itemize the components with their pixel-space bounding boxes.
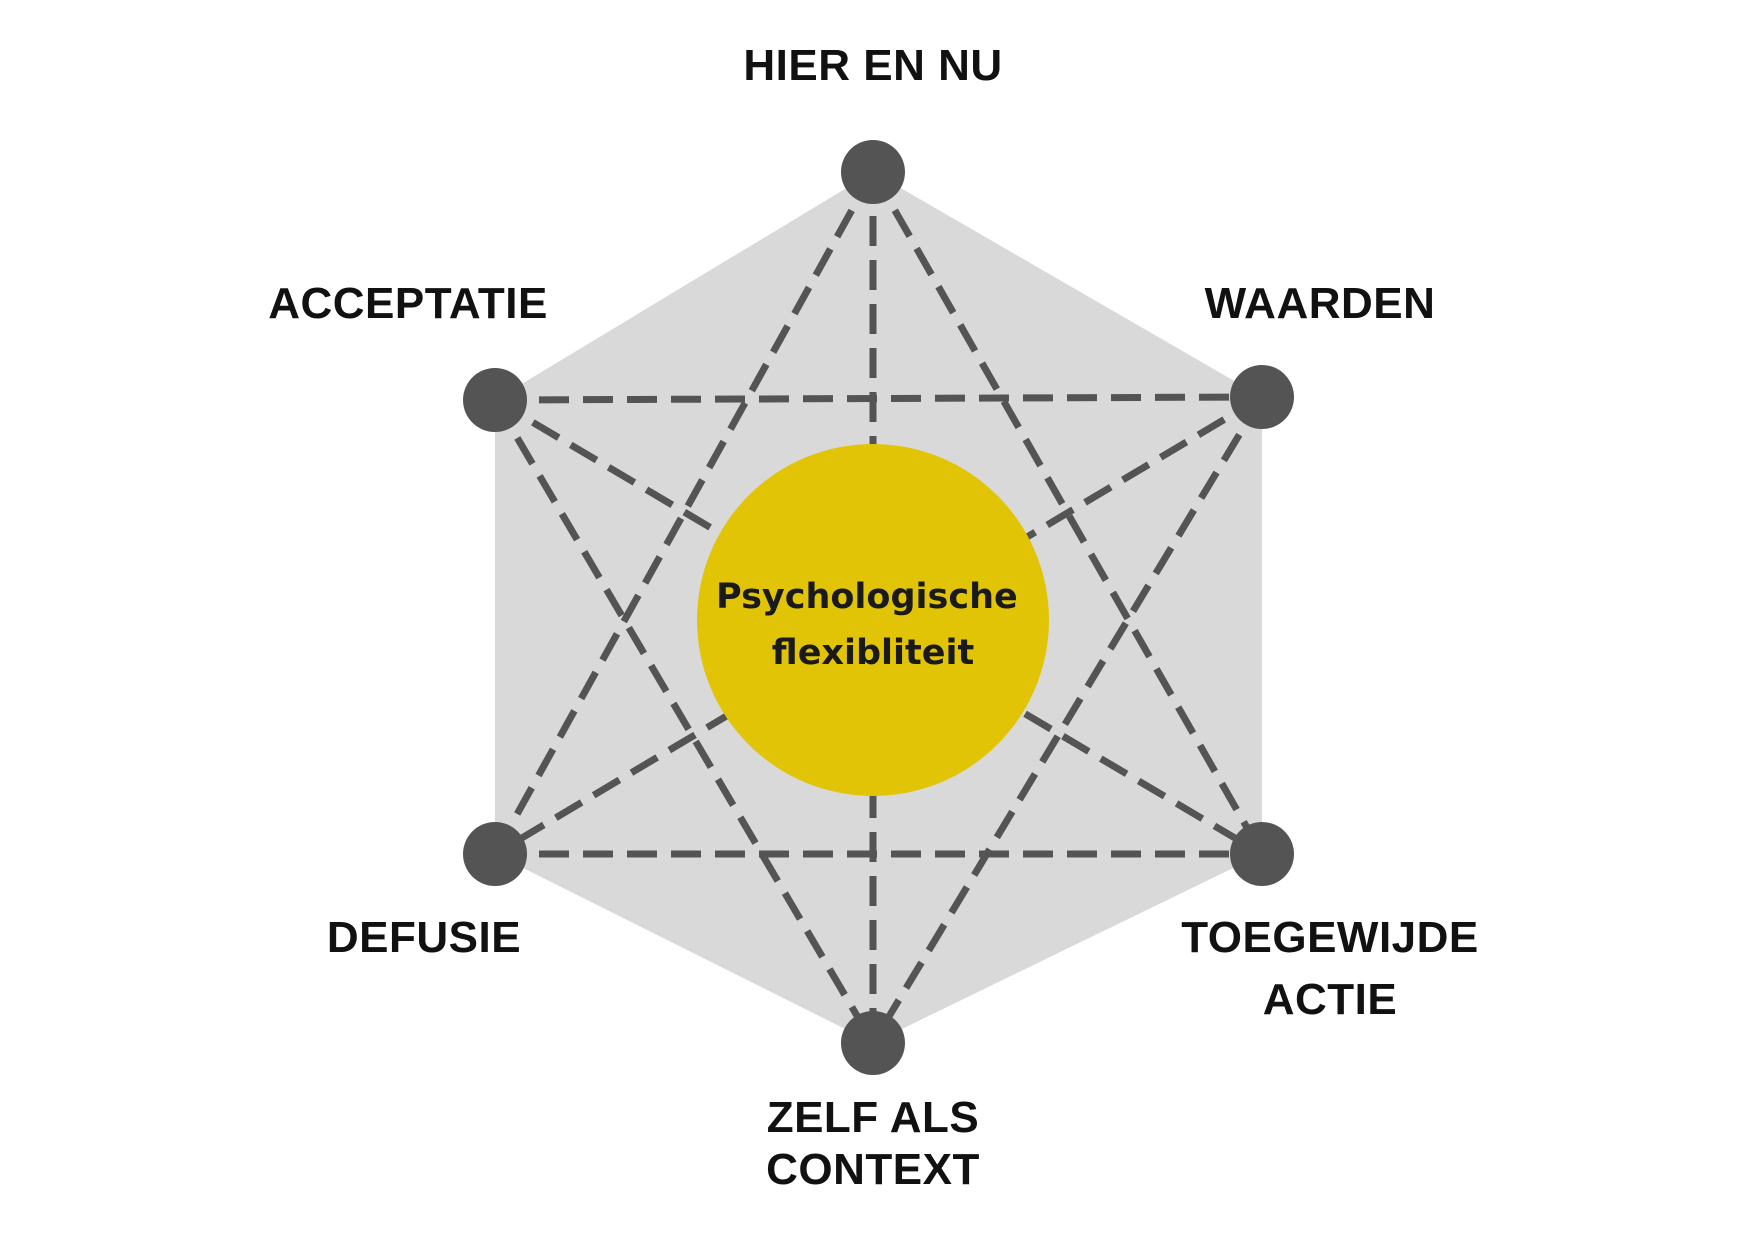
node-dot-toegewijde-actie [1230,822,1294,886]
node-dot-hier-en-nu [841,140,905,204]
node-dot-waarden [1230,365,1294,429]
node-label-waarden-line-1: WAARDEN [1205,279,1436,328]
node-label-toegewijde-actie: TOEGEWIJDE ACTIE [1181,913,1479,1024]
connection-waarden-zelf-als-context [870,395,1265,1045]
node-label-defusie-line-1: DEFUSIE [327,913,521,962]
node-label-waarden: WAARDEN [1205,279,1436,328]
node-label-zelf-als-context-line-1: ZELF ALS [767,1093,980,1142]
node-label-hier-en-nu: HIER EN NU [743,41,1002,90]
center-circle [697,444,1049,796]
node-label-zelf-als-context-line-2: CONTEXT [766,1145,980,1194]
node-labels: HIER EN NU WAARDEN TOEGEWIJDE ACTIE ZELF ALS… [268,41,1479,1194]
center-label: Psychologische flexibliteit [716,577,1030,673]
node-dot-zelf-als-context [841,1011,905,1075]
connection-acceptatie-zelf-als-context [491,398,877,1045]
node-label-defusie: DEFUSIE [327,913,521,962]
center-label-line-1: Psychologische [716,577,1018,617]
node-dots [463,140,1294,1075]
connection-acceptatie-waarden [494,393,1263,404]
node-label-toegewijde-actie-line-2: ACTIE [1263,975,1398,1024]
node-label-toegewijde-actie-line-1: TOEGEWIJDE [1181,913,1479,962]
node-label-acceptatie-line-1: ACCEPTATIE [268,279,548,328]
node-dot-defusie [463,822,527,886]
node-label-acceptatie: ACCEPTATIE [268,279,548,328]
center-label-line-2: flexibliteit [772,633,975,673]
node-dot-acceptatie [463,368,527,432]
node-label-hier-en-nu-line-1: HIER EN NU [743,41,1002,90]
